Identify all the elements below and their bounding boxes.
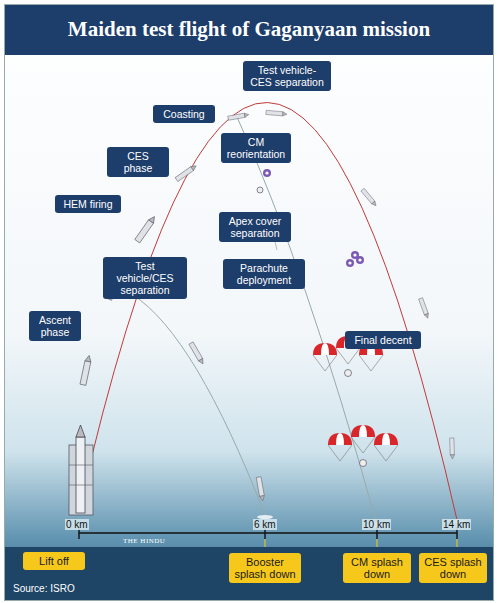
title: Maiden test flight of Gaganyaan mission [5,17,493,42]
distance-label: 14 km [442,519,471,530]
event-label-box: Booster splash down [229,553,301,583]
label-text: CES splash down [424,556,482,580]
stage-label-box: Ascent phase [29,311,81,341]
label-text: CES phase [112,150,164,174]
stage-label-box: CES phase [107,147,169,177]
label-text: Test vehicle-CES separation [248,64,326,88]
stage-label-box: Test vehicle-CES separation [243,61,331,91]
stage-label-box: CM reorientation [221,133,291,163]
stage-label-box: HEM firing [55,195,121,213]
event-label-box: Lift off [23,552,85,570]
stage-label-box: Coasting [153,105,215,123]
stage-label-box: Apex cover separation [219,212,291,242]
event-label-box: CM splash down [343,553,411,583]
label-text: Apex cover separation [224,215,286,239]
label-text: Final decent [350,334,416,346]
label-text: CM splash down [348,556,406,580]
label-text: Lift off [28,555,80,567]
watermark: THE HINDU [123,537,165,545]
label-text: Coasting [158,108,210,120]
distance-label: 6 km [253,519,277,530]
label-text: Booster splash down [234,556,296,580]
stage-label-box: Parachute deployment [223,259,305,289]
stage-label-box: Final decent [345,331,421,349]
trajectory-illustration [5,5,493,600]
distance-label: 10 km [362,519,391,530]
label-text: Parachute deployment [228,262,300,286]
label-text: Test vehicle/CES separation [108,260,182,296]
source-note: Source: ISRO [13,583,75,594]
distance-label: 0 km [65,519,89,530]
label-text: Ascent phase [34,314,76,338]
frame: Maiden test flight of Gaganyaan missionT… [4,4,494,601]
label-text: CM reorientation [226,136,286,160]
event-label-box: CES splash down [419,553,487,583]
label-text: HEM firing [60,198,116,210]
stage-label-box: Test vehicle/CES separation [103,257,187,299]
